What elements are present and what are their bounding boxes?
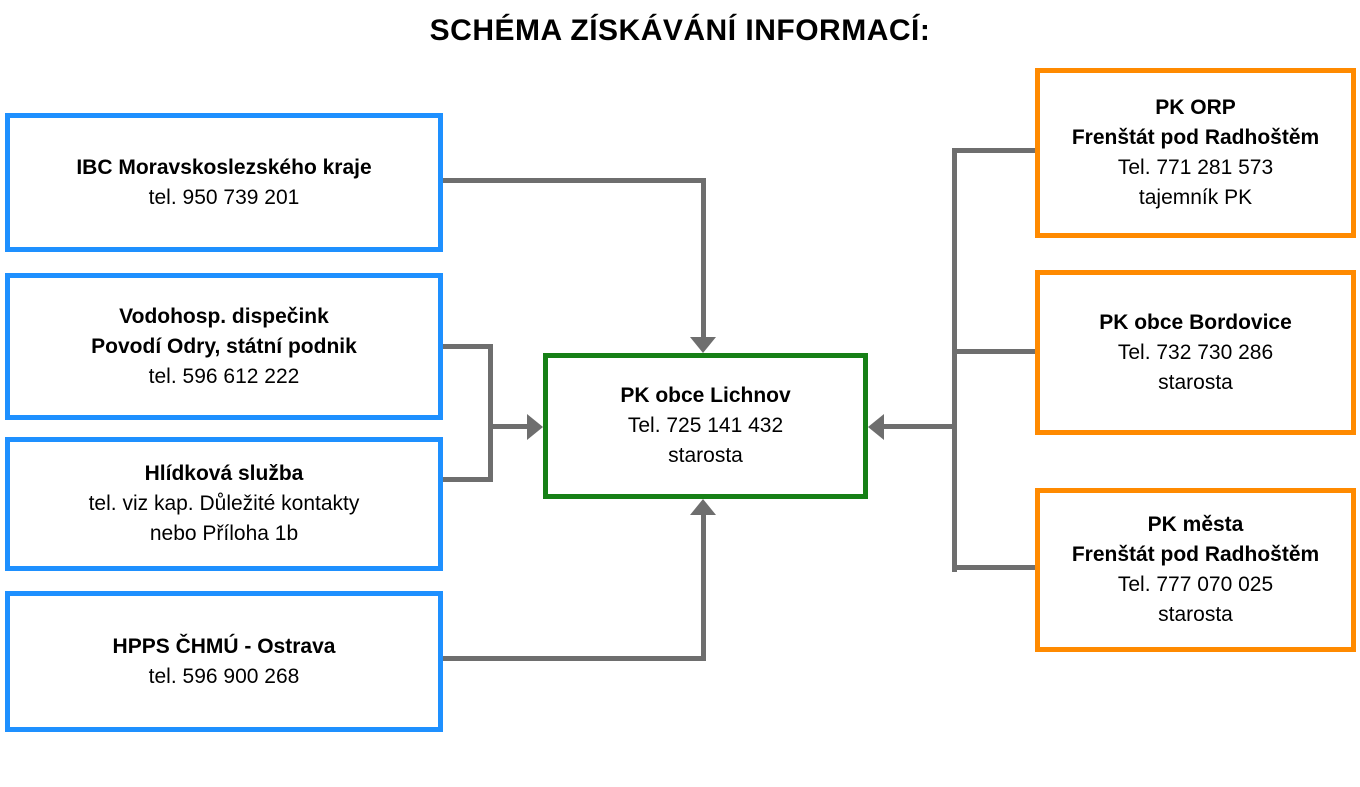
node-name-2: Frenštát pod Radhoštěm — [1071, 543, 1320, 566]
node-hpps: HPPS ČHMÚ - Ostrava tel. 596 900 268 — [5, 591, 443, 732]
connector-pk-bordovice-stub — [952, 349, 1035, 354]
node-name: PK obce Lichnov — [620, 384, 791, 407]
node-name: Vodohosp. dispečink — [119, 304, 329, 328]
node-name: PK ORP — [1155, 96, 1236, 119]
connector-right-merge-v — [952, 148, 957, 572]
node-pk-mesta: PK města Frenštát pod Radhoštěm Tel. 777… — [1035, 488, 1356, 652]
node-ibc: IBC Moravskoslezského kraje tel. 950 739… — [5, 113, 443, 252]
arrowhead-up-icon — [690, 499, 716, 515]
node-phone: tel. 950 739 201 — [148, 185, 300, 209]
node-vodohosp: Vodohosp. dispečink Povodí Odry, státní … — [5, 273, 443, 420]
arrowhead-right-icon — [527, 414, 543, 440]
connector-hpps-h — [443, 656, 706, 661]
arrowhead-down-icon — [690, 337, 716, 353]
node-name: PK obce Bordovice — [1099, 310, 1292, 334]
node-pk-orp: PK ORP Frenštát pod Radhoštěm Tel. 771 2… — [1035, 68, 1356, 238]
node-name-2: Frenštát pod Radhoštěm — [1071, 126, 1320, 149]
node-hlidkova: Hlídková služba tel. viz kap. Důležité k… — [5, 437, 443, 571]
connector-vodohosp-stub — [443, 344, 493, 349]
connector-left-merge-v — [488, 344, 493, 482]
node-role: starosta — [1158, 603, 1233, 626]
node-phone: tel. viz kap. Důležité kontakty — [88, 492, 360, 515]
node-phone: tel. 596 612 222 — [148, 364, 300, 388]
node-phone: Tel. 725 141 432 — [627, 414, 784, 437]
diagram-title: SCHÉMA ZÍSKÁVÁNÍ INFORMACÍ: — [429, 14, 931, 47]
node-name: PK města — [1147, 513, 1244, 536]
node-name: Hlídková služba — [144, 462, 304, 485]
connector-ibc-h — [443, 178, 706, 183]
connector-left-arrow-line — [488, 424, 527, 429]
node-role: starosta — [1158, 370, 1233, 394]
node-role: tajemník PK — [1138, 186, 1253, 209]
node-pk-bordovice: PK obce Bordovice Tel. 732 730 286 staro… — [1035, 270, 1356, 435]
arrowhead-left-icon — [868, 414, 884, 440]
node-name-2: Povodí Odry, státní podnik — [91, 334, 357, 358]
node-phone: Tel. 771 281 573 — [1117, 156, 1274, 179]
node-phone-2: nebo Příloha 1b — [149, 522, 299, 545]
connector-hlidkova-stub — [443, 477, 493, 482]
connector-right-arrow-line — [884, 424, 957, 429]
connector-ibc-v — [701, 178, 706, 338]
node-phone: tel. 596 900 268 — [148, 664, 300, 688]
connector-hpps-v — [701, 515, 706, 661]
node-phone: Tel. 732 730 286 — [1117, 340, 1274, 364]
node-phone: Tel. 777 070 025 — [1117, 573, 1274, 596]
node-name: HPPS ČHMÚ - Ostrava — [112, 634, 336, 658]
node-lichnov: PK obce Lichnov Tel. 725 141 432 starost… — [543, 353, 868, 499]
connector-pk-orp-stub — [952, 148, 1035, 153]
node-role: starosta — [668, 444, 743, 467]
connector-pk-mesta-stub — [952, 565, 1035, 570]
node-name: IBC Moravskoslezského kraje — [76, 155, 372, 179]
